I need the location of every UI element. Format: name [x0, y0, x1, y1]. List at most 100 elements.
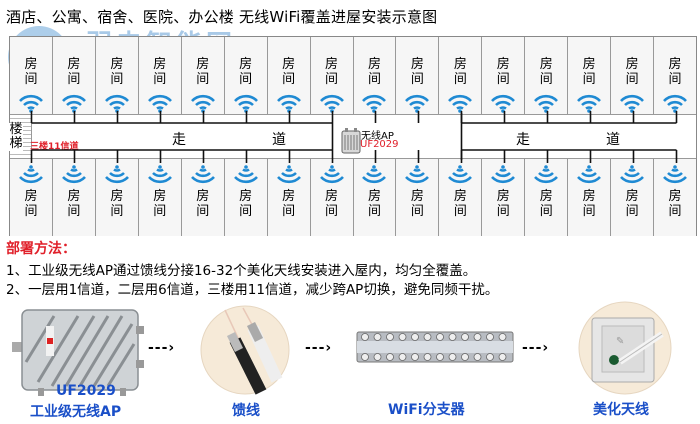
top-room-row: 房间 房间 房间 房间 房间 房间 房间 房间 — [10, 37, 696, 114]
room-label: 房间 — [196, 57, 210, 87]
wifi-icon — [491, 165, 516, 184]
splitter-port — [498, 353, 507, 361]
room-label: 房间 — [282, 189, 296, 219]
room-label: 房间 — [24, 57, 38, 87]
wifi-icon — [663, 94, 687, 113]
room-label: 房间 — [410, 189, 424, 219]
corridor-word: 走 — [516, 132, 530, 148]
room: 房间 — [568, 159, 612, 236]
room: 房间 — [482, 37, 526, 114]
deployment-heading: 部署方法： — [6, 241, 76, 257]
room-label: 房间 — [625, 189, 639, 219]
wifi-icon — [491, 94, 516, 113]
antenna-caption: 美化天线 — [593, 402, 649, 418]
wifi-splitter-caption: WiFi分支器 — [388, 402, 465, 418]
splitter-port — [411, 353, 419, 361]
channel-label: 三楼11信道 — [30, 142, 79, 152]
wifi-icon — [190, 165, 215, 184]
wifi-icon — [104, 165, 129, 184]
room-label: 房间 — [582, 189, 596, 219]
wifi-icon — [319, 94, 344, 113]
splitter-port — [386, 333, 394, 341]
room: 房间 — [267, 159, 311, 236]
wifi-icon — [147, 165, 172, 184]
wifi-icon — [233, 94, 258, 113]
stairs-label: 楼梯 — [9, 122, 23, 151]
ap-device-image — [12, 309, 144, 396]
wifi-icon — [448, 94, 473, 113]
room-label: 房间 — [668, 189, 682, 219]
room: 房间 — [224, 37, 268, 114]
wifi-icon — [319, 165, 344, 184]
ap-device-icon — [341, 128, 361, 154]
room: 房间 — [224, 159, 268, 236]
wifi-icon — [61, 94, 86, 113]
wifi-icon — [190, 94, 215, 113]
room-label: 房间 — [325, 57, 339, 87]
splitter-port — [423, 333, 432, 341]
splitter-port — [473, 333, 482, 341]
room: 房间 — [310, 37, 354, 114]
room: 房间 — [525, 159, 569, 236]
splitter-port — [436, 353, 444, 361]
room: 房间 — [181, 159, 225, 236]
wifi-icon — [405, 94, 430, 113]
corridor-word: 道 — [606, 132, 620, 148]
room: 房间 — [568, 37, 612, 114]
wifi-icon — [534, 94, 559, 113]
room: 房间 — [10, 37, 53, 114]
room-label: 房间 — [453, 189, 467, 219]
room: 房间 — [611, 37, 655, 114]
splitter-port — [398, 353, 407, 361]
room-label: 房间 — [496, 57, 510, 87]
splitter-port — [486, 333, 494, 341]
room: 房间 — [396, 37, 440, 114]
wifi-icon — [19, 165, 43, 184]
room-label: 房间 — [24, 189, 38, 219]
room-label: 房间 — [239, 57, 253, 87]
wifi-icon — [620, 94, 645, 113]
wifi-icon — [534, 165, 559, 184]
room-label: 房间 — [67, 189, 81, 219]
feeder-cable-image — [200, 305, 290, 395]
room: 房间 — [439, 159, 483, 236]
room: 房间 — [439, 37, 483, 114]
wifi-icon — [362, 94, 387, 113]
ap-model: UF2029 — [360, 139, 399, 150]
room-label: 房间 — [110, 189, 124, 219]
room: 房间 — [611, 159, 655, 236]
feeder-cable-caption: 馈线 — [232, 403, 260, 419]
wifi-icon — [362, 165, 387, 184]
splitter-port — [448, 333, 457, 341]
splitter-port — [448, 353, 457, 361]
splitter-port — [411, 333, 419, 341]
deployment-step: 1、工业级无线AP通过馈线分接16-32个美化天线安装进入屋内，均匀全覆盖。 — [6, 263, 477, 279]
svg-text:✎: ✎ — [616, 336, 624, 347]
splitter-port — [498, 333, 507, 341]
flow-arrow: ---› — [522, 340, 550, 356]
room-label: 房间 — [367, 189, 381, 219]
splitter-port — [361, 333, 369, 341]
wifi-icon — [19, 94, 43, 113]
room-label: 房间 — [453, 57, 467, 87]
room: 房间 — [525, 37, 569, 114]
room: 房间 — [52, 37, 96, 114]
wifi-icon — [104, 94, 129, 113]
ap-model-caption: UF2029 — [56, 383, 116, 399]
splitter-port — [461, 353, 469, 361]
splitter-port — [436, 333, 444, 341]
room-label: 房间 — [110, 57, 124, 87]
room: 房间 — [482, 159, 526, 236]
room: 房间 — [396, 159, 440, 236]
room: 房间 — [181, 37, 225, 114]
corridor-word: 道 — [272, 132, 286, 148]
antenna-image: ✎ — [578, 301, 672, 395]
room-label: 房间 — [153, 189, 167, 219]
room-label: 房间 — [496, 189, 510, 219]
splitter-port — [486, 353, 494, 361]
room: 房间 — [654, 159, 696, 236]
room: 房间 — [267, 37, 311, 114]
room: 房间 — [138, 37, 182, 114]
room-label: 房间 — [582, 57, 596, 87]
wifi-icon — [147, 94, 172, 113]
